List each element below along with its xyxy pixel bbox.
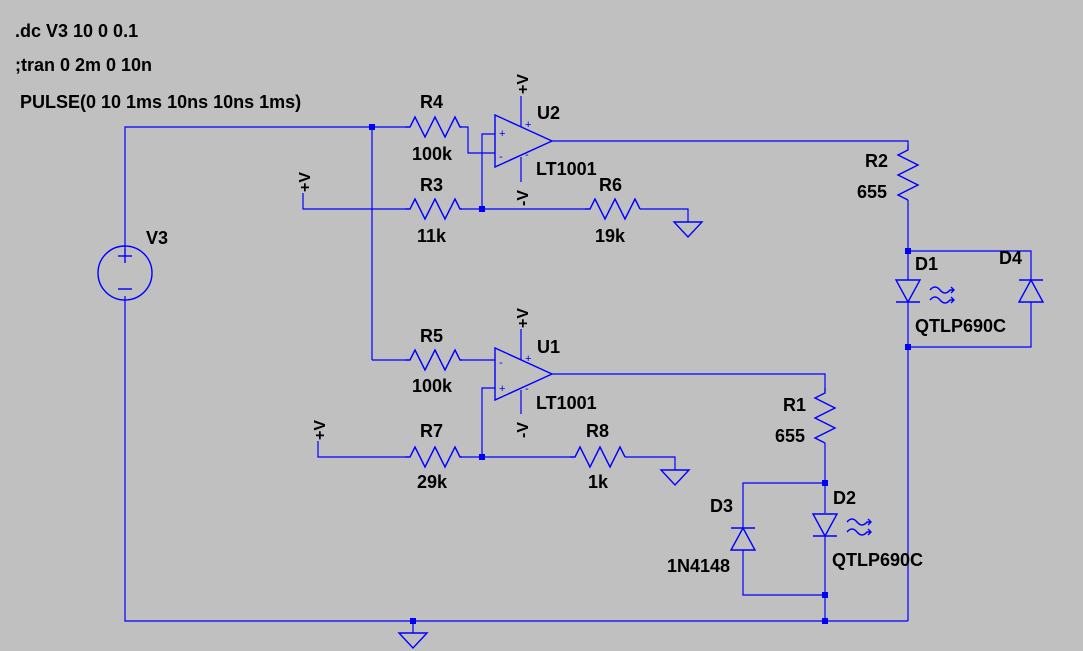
- directive-dc[interactable]: .dc V3 10 0 0.1: [15, 21, 138, 41]
- u1-vpos-label: +V: [515, 308, 532, 328]
- resistor-r5[interactable]: [405, 348, 462, 372]
- u2-model-label: LT1001: [536, 159, 597, 179]
- u1-minus-mark: -: [499, 357, 503, 369]
- r3-value-label: 11k: [417, 226, 447, 246]
- r7-name-label: R7: [420, 421, 443, 441]
- r4-value-label: 100k: [412, 144, 453, 164]
- resistor-r8[interactable]: [570, 445, 626, 469]
- r2-value-label: 655: [857, 182, 887, 202]
- d1-name-label: D1: [915, 254, 938, 274]
- diode-d4[interactable]: [1017, 278, 1045, 303]
- r4-name-label: R4: [420, 92, 443, 112]
- r3-vpos-label: +V: [297, 172, 314, 192]
- u1-vneg-label: -V: [515, 422, 532, 438]
- r6-name-label: R6: [599, 175, 622, 195]
- d4-name-label: D4: [999, 248, 1022, 268]
- u1-name-label: U1: [537, 337, 560, 357]
- led-d2[interactable]: [811, 513, 872, 538]
- u2-vpos-label: +V: [515, 74, 532, 94]
- r8-value-label: 1k: [588, 472, 609, 492]
- junctions: [369, 124, 911, 624]
- r1-name-label: R1: [783, 395, 806, 415]
- ground-main[interactable]: [397, 632, 429, 650]
- u2-minus-mark: -: [499, 151, 503, 163]
- u1-vplus-mark: +: [525, 353, 531, 365]
- resistor-r4[interactable]: [405, 115, 462, 139]
- r7-value-label: 29k: [417, 472, 448, 492]
- resistor-r3[interactable]: [405, 197, 462, 221]
- d1-model-label: QTLP690C: [915, 316, 1006, 336]
- u1-plus-mark: +: [499, 383, 505, 395]
- r3-name-label: R3: [420, 175, 443, 195]
- ground-r6[interactable]: [672, 221, 704, 239]
- r8-name-label: R8: [586, 421, 609, 441]
- directive-tran[interactable]: ;tran 0 2m 0 10n: [15, 55, 152, 75]
- v3-name-label: V3: [146, 228, 168, 248]
- d3-name-label: D3: [710, 496, 733, 516]
- resistor-r2[interactable]: [896, 145, 920, 201]
- voltage-source-v3[interactable]: [97, 245, 153, 301]
- r5-value-label: 100k: [412, 376, 453, 396]
- u2-vplus-mark: +: [525, 119, 531, 131]
- resistor-r7[interactable]: [405, 445, 462, 469]
- ground-r8[interactable]: [659, 469, 691, 487]
- d2-name-label: D2: [833, 488, 856, 508]
- r7-vpos-label: +V: [312, 420, 329, 440]
- u1-vminus-mark: -: [525, 383, 529, 395]
- r6-value-label: 19k: [595, 226, 626, 246]
- diode-d3[interactable]: [729, 526, 757, 551]
- d3-model-label: 1N4148: [667, 556, 730, 576]
- u1-model-label: LT1001: [536, 393, 597, 413]
- v3-value-label[interactable]: PULSE(0 10 1ms 10ns 10ns 1ms): [20, 92, 301, 112]
- d2-model-label: QTLP690C: [832, 550, 923, 570]
- r1-value-label: 655: [775, 426, 805, 446]
- led-d1[interactable]: [894, 279, 955, 304]
- u2-vminus-mark: -: [525, 149, 529, 161]
- wires: [124, 96, 1032, 633]
- r2-name-label: R2: [865, 151, 888, 171]
- u2-vneg-label: -V: [515, 190, 532, 206]
- u2-name-label: U2: [537, 103, 560, 123]
- opamp-u1[interactable]: [494, 346, 554, 402]
- resistor-r6[interactable]: [585, 197, 641, 221]
- r5-name-label: R5: [420, 326, 443, 346]
- opamp-u2[interactable]: [494, 113, 554, 169]
- u2-plus-mark: +: [499, 128, 505, 140]
- resistor-r1[interactable]: [813, 388, 837, 444]
